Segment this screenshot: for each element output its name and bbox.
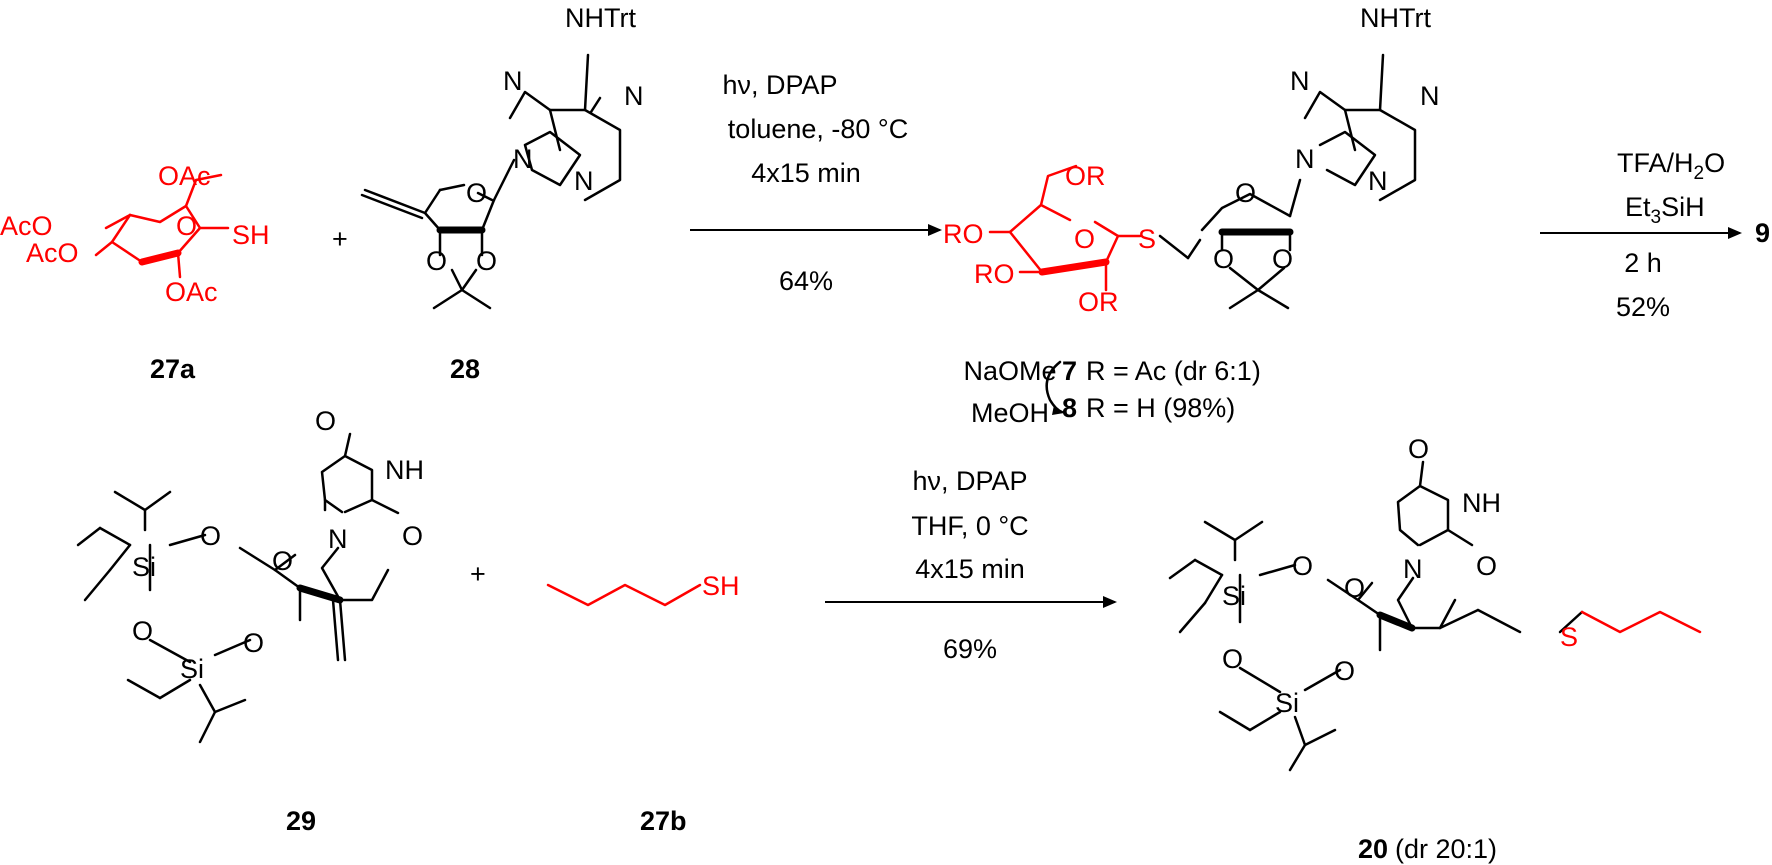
prod-n7: N	[1290, 66, 1310, 96]
p20-s-atom: S	[1560, 622, 1578, 652]
conditions3-line3: 4x15 min	[915, 554, 1025, 584]
label-8-text: R = H (98%)	[1086, 393, 1235, 423]
compound-28: N N N N NHTrt O O O 28	[360, 3, 644, 384]
compound-27a: OAc O AcO AcO OAc SH 27a	[0, 161, 270, 384]
prod-n3: N	[1368, 166, 1388, 196]
p20-si1: Si	[1222, 581, 1246, 611]
p20-si2: Si	[1275, 688, 1299, 718]
aco-left1: AcO	[0, 211, 53, 241]
r2-nh: NH	[385, 455, 424, 485]
prod-ketal-o2: O	[1272, 244, 1293, 274]
prod-ro-left2: RO	[974, 259, 1015, 289]
ring-o: O	[466, 178, 487, 208]
prod-ro-left1: RO	[943, 219, 984, 249]
prod-ketal-o1: O	[1213, 244, 1234, 274]
n3-atom: N	[574, 166, 594, 196]
deprot-line1: NaOMe	[963, 356, 1056, 386]
oac-bottom: OAc	[165, 277, 218, 307]
r2-o-si-c: O	[243, 628, 264, 658]
plus-sign-2: +	[470, 559, 486, 589]
label-20-suffix: (dr 20:1)	[1395, 834, 1497, 864]
reaction-arrow-3: hν, DPAP THF, 0 °C 4x15 min 69%	[825, 466, 1117, 664]
label-9: 9	[1755, 218, 1770, 248]
plus-sign-1: +	[332, 224, 348, 254]
label-8: 8	[1062, 393, 1077, 423]
label-20: 20	[1358, 834, 1388, 864]
ketal-o2: O	[476, 246, 497, 276]
prod-n1: N	[1420, 81, 1440, 111]
label-27b: 27b	[640, 806, 687, 836]
reaction-arrow-2: TFA/H2O Et3SiH 2 h 52% 9	[1540, 148, 1770, 322]
p20-nh: NH	[1462, 488, 1501, 518]
conditions1-line2: toluene, -80 °C	[728, 114, 908, 144]
r2-o-si-a: O	[200, 521, 221, 551]
p20-o-si-c: O	[1334, 656, 1355, 686]
p20-o-carbonyl1: O	[1408, 434, 1429, 464]
compound-29: O NH O N O Si Si O O O 29	[76, 406, 424, 836]
prod-nhtrt: NHTrt	[1360, 3, 1431, 33]
conditions1-line3: 4x15 min	[751, 158, 861, 188]
r2-si2: Si	[180, 654, 204, 684]
r2-si1: Si	[132, 552, 156, 582]
prod-sugar-ring-o: O	[1074, 224, 1095, 254]
label-29: 29	[286, 806, 316, 836]
sh-group: SH	[232, 220, 270, 250]
nhtrt-group: NHTrt	[565, 3, 636, 33]
prod-or-top: OR	[1065, 161, 1106, 191]
sugar-ring-o: O	[176, 211, 197, 241]
n1-atom: N	[624, 81, 644, 111]
prod-n9: N	[1295, 144, 1315, 174]
label-28: 28	[450, 354, 480, 384]
p20-ring-o: O	[1344, 573, 1365, 603]
r2-ring-o: O	[272, 546, 293, 576]
compound-20: O NH O N O Si Si O O O S 20 (dr 20:1)	[1168, 434, 1702, 864]
conditions3-line2: THF, 0 °C	[911, 511, 1028, 541]
r2-o-si-b: O	[132, 616, 153, 646]
aco-left2: AcO	[26, 238, 79, 268]
conditions3-line1: hν, DPAP	[912, 466, 1027, 496]
compound-7-8: OR O RO RO OR S O O O N N N N NHTrt 7 R …	[943, 3, 1440, 428]
p20-o-si-a: O	[1292, 551, 1313, 581]
r2-o-carbonyl2: O	[402, 521, 423, 551]
label-7: 7	[1062, 356, 1077, 386]
step2-line3: 2 h	[1624, 248, 1662, 278]
label-7-text: R = Ac (dr 6:1)	[1086, 356, 1261, 386]
r2-o-carbonyl1: O	[315, 406, 336, 436]
ketal-o1: O	[426, 246, 447, 276]
prod-ring-o: O	[1235, 178, 1256, 208]
conditions3-yield: 69%	[943, 634, 997, 664]
n9-atom: N	[513, 144, 533, 174]
label-27a: 27a	[150, 354, 196, 384]
n7-atom: N	[503, 66, 523, 96]
p20-o-si-b: O	[1222, 644, 1243, 674]
p20-n1: N	[1403, 554, 1423, 584]
reaction-arrow-1: hν, DPAP toluene, -80 °C 4x15 min 64%	[690, 70, 942, 296]
p20-o-carbonyl2: O	[1476, 551, 1497, 581]
r2-n1: N	[328, 524, 348, 554]
r2-sh: SH	[702, 571, 740, 601]
compound-27b: SH 27b	[546, 571, 740, 836]
prod-s-atom: S	[1138, 224, 1156, 254]
oac-top: OAc	[158, 161, 211, 191]
step2-line2: Et3SiH	[1625, 192, 1705, 228]
deprot-line2: MeOH	[971, 398, 1049, 428]
step2-line1: TFA/H2O	[1617, 148, 1725, 184]
step2-yield: 52%	[1616, 292, 1670, 322]
conditions1-yield: 64%	[779, 266, 833, 296]
conditions1-line1: hν, DPAP	[722, 70, 837, 100]
prod-or-bottom: OR	[1078, 287, 1119, 317]
